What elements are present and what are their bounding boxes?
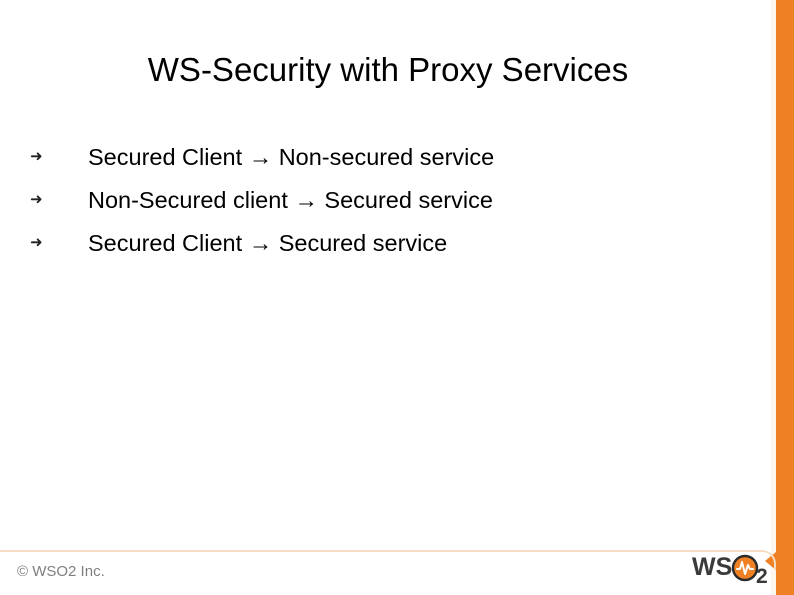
wso2-logo-circle-ring xyxy=(731,554,759,582)
bullet-list: ➜ Secured Client → Non-secured service ➜… xyxy=(0,143,740,272)
list-item: ➜ Non-Secured client → Secured service xyxy=(0,186,740,229)
wso2-logo-circle xyxy=(733,556,757,580)
list-item-label: Secured Client → Secured service xyxy=(88,230,448,256)
arrowhead-bullet-icon: ➜ xyxy=(30,148,43,165)
footer-divider-corner xyxy=(757,550,776,569)
footer-divider xyxy=(0,550,757,552)
wso2-logo-two-text: 2 xyxy=(756,565,768,588)
right-edge-gap xyxy=(771,0,776,595)
wso2-logo-pulse-icon xyxy=(736,561,754,575)
arrowhead-bullet-icon: ➜ xyxy=(30,234,43,251)
arrowhead-bullet-icon: ➜ xyxy=(30,191,43,208)
wso2-logo: WS 2 xyxy=(692,552,776,588)
wso2-logo-ws-text: WS xyxy=(692,553,732,581)
copyright-label: © WSO2 Inc. xyxy=(17,563,105,580)
list-item-label: Secured Client → Non-secured service xyxy=(88,144,495,170)
page-title: WS-Security with Proxy Services xyxy=(147,51,629,88)
list-item: ➜ Secured Client → Non-secured service xyxy=(0,143,740,186)
right-edge-orange-bar xyxy=(776,0,794,595)
list-item-label: Non-Secured client → Secured service xyxy=(88,187,493,213)
list-item: ➜ Secured Client → Secured service xyxy=(0,229,740,272)
wso2-logo-icon: WS 2 xyxy=(692,553,768,588)
